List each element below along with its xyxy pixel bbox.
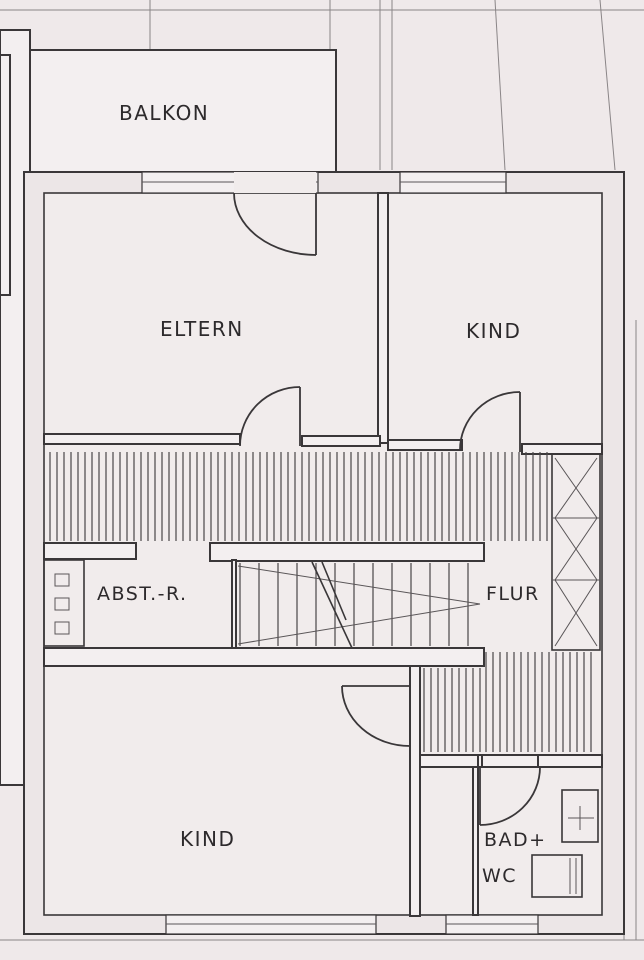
door-kind-bottom (341, 685, 411, 747)
door-eltern (239, 386, 301, 447)
balcony (29, 49, 337, 173)
stair-arrow (237, 561, 481, 649)
label-hall: FLUR (486, 583, 540, 605)
bath-fixtures (531, 789, 599, 898)
label-parents-room: ELTERN (160, 317, 244, 341)
door-balcony (233, 172, 317, 256)
label-child-room-top: KIND (466, 319, 521, 343)
label-bath: BAD+ (484, 829, 547, 851)
hall-hatching (423, 652, 592, 752)
stair-hatching (239, 563, 469, 646)
door-bath (479, 766, 541, 826)
doors (233, 172, 541, 826)
door-kind-top (459, 391, 521, 452)
label-child-room-bottom: KIND (180, 827, 235, 851)
label-balcony: BALKON (119, 101, 209, 125)
label-wc: WC (482, 865, 517, 887)
corridor-hatching (49, 452, 548, 541)
interior-walls (43, 192, 603, 917)
closet-cross (552, 457, 600, 647)
label-storage-room: ABST.-R. (97, 583, 188, 605)
storage-shelf (43, 559, 85, 647)
